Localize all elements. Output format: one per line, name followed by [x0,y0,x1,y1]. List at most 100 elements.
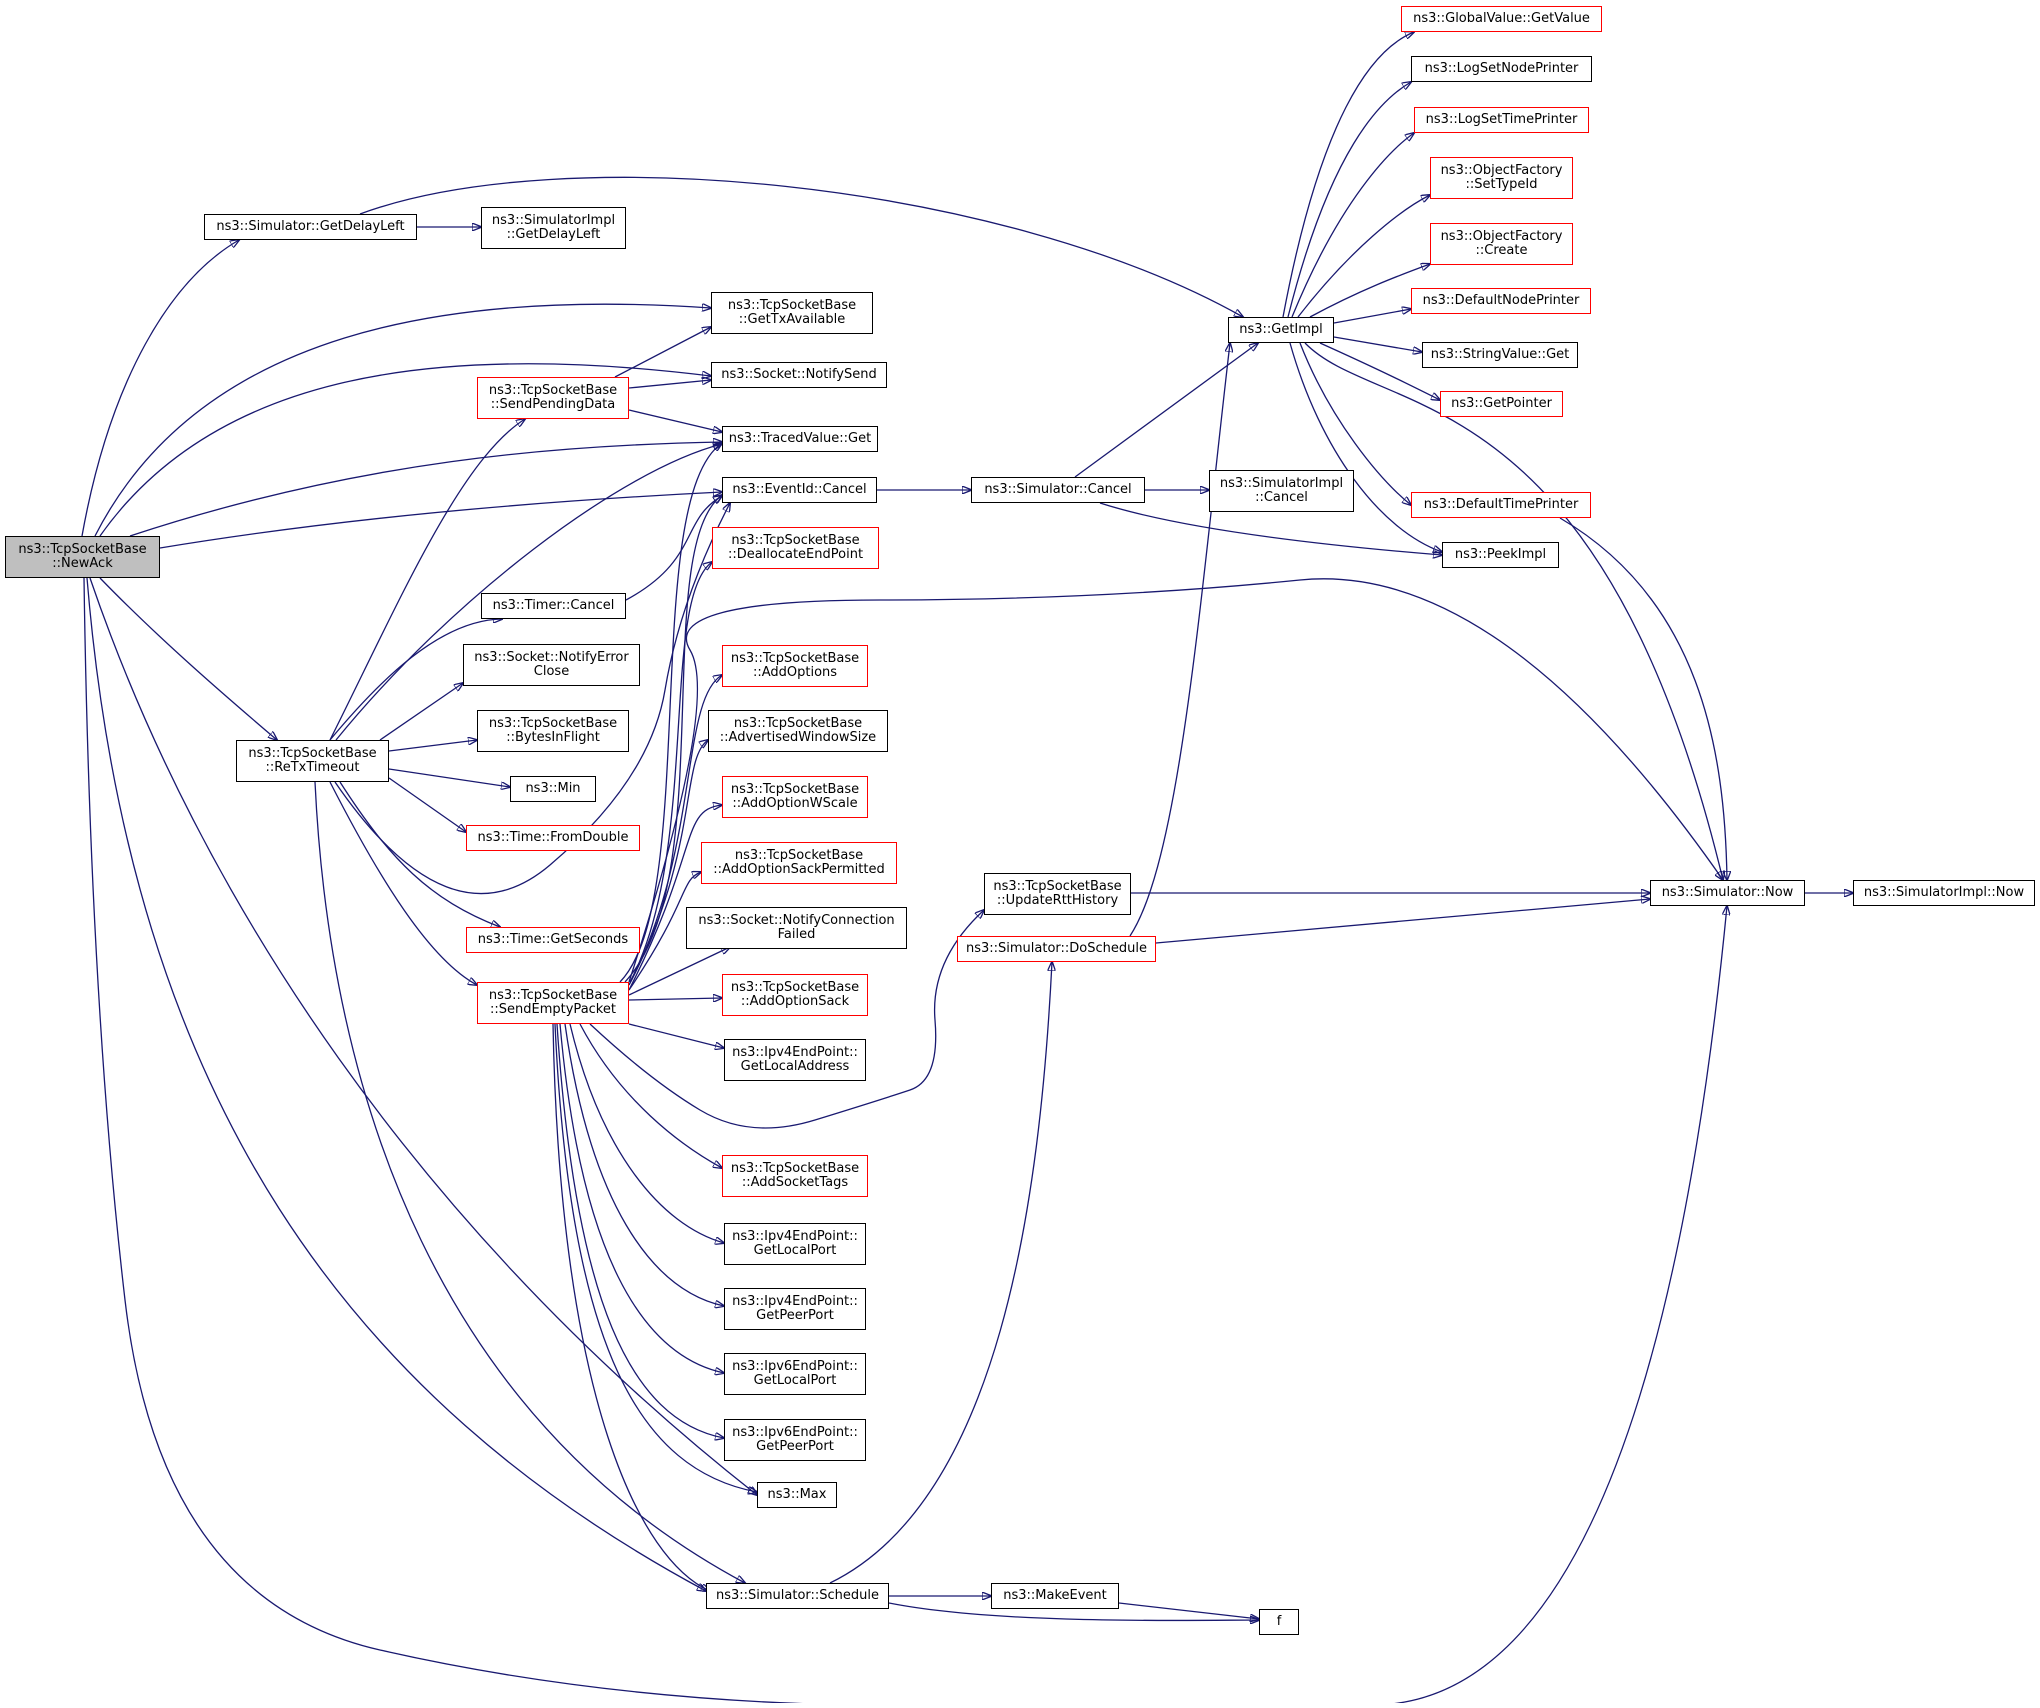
node-label-line: ns3::TcpSocketBase [993,879,1122,894]
node-implgetdelayleft[interactable]: ns3::SimulatorImpl::GetDelayLeft [481,207,626,249]
node-sendpendingdata[interactable]: ns3::TcpSocketBase::SendPendingData [477,377,629,419]
node-label-line: ns3::Simulator::Cancel [984,482,1132,497]
edge-retx-to-eventcancel [334,503,730,895]
node-fromdouble[interactable]: ns3::Time::FromDouble [466,825,640,851]
node-min[interactable]: ns3::Min [510,776,596,802]
edge-retx-to-sendpendingdata [329,419,525,741]
edge-getdelayleft-to-getimpl [359,176,1243,317]
edge-sendempty-to-updatertt [589,910,984,1129]
node-ipv4localport[interactable]: ns3::Ipv4EndPoint::GetLocalPort [724,1223,866,1265]
node-label-line: ns3::TcpSocketBase [18,542,147,557]
node-logsetnode[interactable]: ns3::LogSetNodePrinter [1411,56,1592,82]
edge-doschedule-to-simnow [1155,899,1650,944]
node-getseconds[interactable]: ns3::Time::GetSeconds [466,927,640,953]
node-implnow[interactable]: ns3::SimulatorImpl::Now [1853,880,2035,906]
node-label-line: ::SetTypeId [1465,177,1538,192]
edge-sendpendingdata-to-gettxavailable [614,327,711,378]
edge-newack-to-simnow [83,577,1727,1708]
node-bytesinflight[interactable]: ns3::TcpSocketBase::BytesInFlight [477,710,629,752]
node-retx[interactable]: ns3::TcpSocketBase::ReTxTimeout [236,740,389,782]
node-f[interactable]: f [1259,1609,1299,1635]
node-notifysend[interactable]: ns3::Socket::NotifySend [711,362,887,388]
node-label-line: ns3::Time::GetSeconds [477,932,629,947]
node-label-line: ns3::TcpSocketBase [730,980,860,995]
node-peekimpl[interactable]: ns3::PeekImpl [1442,542,1559,568]
edge-sendempty-to-addoptionwscale [628,805,722,991]
edge-retx-to-min [388,768,510,787]
node-label-line: ns3::Simulator::Now [1661,885,1794,900]
node-makeevent[interactable]: ns3::MakeEvent [991,1583,1119,1609]
edge-getimpl-to-peekimpl [1289,342,1442,552]
edge-sendempty-to-addsockettags [579,1023,722,1168]
edge-sendempty-to-simnow [628,578,1723,983]
node-deallocate[interactable]: ns3::TcpSocketBase::DeallocateEndPoint [712,527,879,569]
node-label-line: ns3::TcpSocketBase [727,298,857,313]
node-addsockettags[interactable]: ns3::TcpSocketBase::AddSocketTags [722,1155,868,1197]
node-label-line: ns3::SimulatorImpl [1219,476,1344,491]
edge-newack-to-eventcancel [159,492,722,549]
node-tracedget[interactable]: ns3::TracedValue::Get [722,426,878,452]
node-updatertt[interactable]: ns3::TcpSocketBase::UpdateRttHistory [984,873,1131,915]
node-label-line: ns3::GetImpl [1239,322,1323,337]
node-getdelayleft[interactable]: ns3::Simulator::GetDelayLeft [204,214,417,240]
node-ipv6peerport[interactable]: ns3::Ipv6EndPoint::GetPeerPort [724,1419,866,1461]
node-stringvalueget[interactable]: ns3::StringValue::Get [1422,342,1578,368]
node-defaultnodeprinter[interactable]: ns3::DefaultNodePrinter [1411,288,1591,314]
edge-sendempty-to-ipv4peerport [564,1023,724,1306]
edge-sendempty-to-ipv6localport [559,1023,724,1373]
node-eventcancel[interactable]: ns3::EventId::Cancel [722,477,877,503]
node-label-line: ::SendPendingData [490,397,616,412]
edge-newack-to-schedule [86,577,706,1591]
node-label-line: ns3::TcpSocketBase [248,746,377,761]
node-ipv4peerport[interactable]: ns3::Ipv4EndPoint::GetPeerPort [724,1288,866,1330]
node-gettxavailable[interactable]: ns3::TcpSocketBase::GetTxAvailable [711,292,873,334]
edge-retx-to-notifyerror [379,683,463,741]
node-sackpermitted[interactable]: ns3::TcpSocketBase::AddOptionSackPermitt… [701,842,897,884]
node-addoptionsack[interactable]: ns3::TcpSocketBase::AddOptionSack [722,974,868,1016]
node-simnow[interactable]: ns3::Simulator::Now [1650,880,1805,906]
node-ipv4localaddr[interactable]: ns3::Ipv4EndPoint::GetLocalAddress [724,1039,866,1081]
node-ipv6localport[interactable]: ns3::Ipv6EndPoint::GetLocalPort [724,1353,866,1395]
node-label-line: ns3::Simulator::DoSchedule [965,941,1148,956]
node-timercancel[interactable]: ns3::Timer::Cancel [481,593,626,619]
node-doschedule[interactable]: ns3::Simulator::DoSchedule [957,936,1156,962]
node-getpointer[interactable]: ns3::GetPointer [1440,391,1563,417]
node-label-line: ::Create [1475,243,1528,258]
edge-sendempty-to-tracedget [619,443,722,983]
node-simcancel[interactable]: ns3::Simulator::Cancel [971,477,1145,503]
edge-defaulttimeprinter-to-simnow [1559,517,1727,880]
edge-getimpl-to-logsettime [1291,133,1414,318]
node-max[interactable]: ns3::Max [757,1482,837,1508]
node-addoptions[interactable]: ns3::TcpSocketBase::AddOptions [722,645,868,687]
node-schedule[interactable]: ns3::Simulator::Schedule [706,1583,889,1609]
node-settypeid[interactable]: ns3::ObjectFactory::SetTypeId [1430,157,1573,199]
node-label-line: ns3::TcpSocketBase [730,651,860,666]
edge-schedule-to-f [888,1602,1259,1620]
node-sendempty[interactable]: ns3::TcpSocketBase::SendEmptyPacket [477,982,629,1024]
edge-sendpendingdata-to-tracedget [628,409,722,432]
edge-newack-to-notifysend [99,363,711,537]
node-label-line: ::GetDelayLeft [506,227,601,242]
node-implcancel[interactable]: ns3::SimulatorImpl::Cancel [1209,470,1354,512]
node-label-line: ::AddOptions [752,665,838,680]
node-addoptionwscale[interactable]: ns3::TcpSocketBase::AddOptionWScale [722,776,868,818]
edge-sendempty-to-ipv4localaddr [628,1023,724,1048]
node-defaulttimeprinter[interactable]: ns3::DefaultTimePrinter [1411,492,1591,518]
edge-retx-to-sendempty [329,781,477,985]
edge-sendempty-to-schedule [552,1023,710,1591]
edge-getimpl-to-getpointer [1319,342,1440,400]
node-advwin[interactable]: ns3::TcpSocketBase::AdvertisedWindowSize [708,710,888,752]
node-label-line: ns3::EventId::Cancel [732,482,867,497]
node-logsettime[interactable]: ns3::LogSetTimePrinter [1414,107,1589,133]
node-create[interactable]: ns3::ObjectFactory::Create [1430,223,1573,265]
node-getimpl[interactable]: ns3::GetImpl [1228,317,1334,343]
edge-newack-to-tracedget [129,442,722,537]
node-label-line: ::AddOptionWScale [732,796,858,811]
node-label-line: ns3::PeekImpl [1454,547,1547,562]
node-label-line: GetLocalPort [753,1243,837,1258]
node-label-line: ns3::TcpSocketBase [733,716,863,731]
node-globalvalue[interactable]: ns3::GlobalValue::GetValue [1401,6,1602,32]
node-label-line: ns3::Ipv4EndPoint:: [732,1294,858,1309]
